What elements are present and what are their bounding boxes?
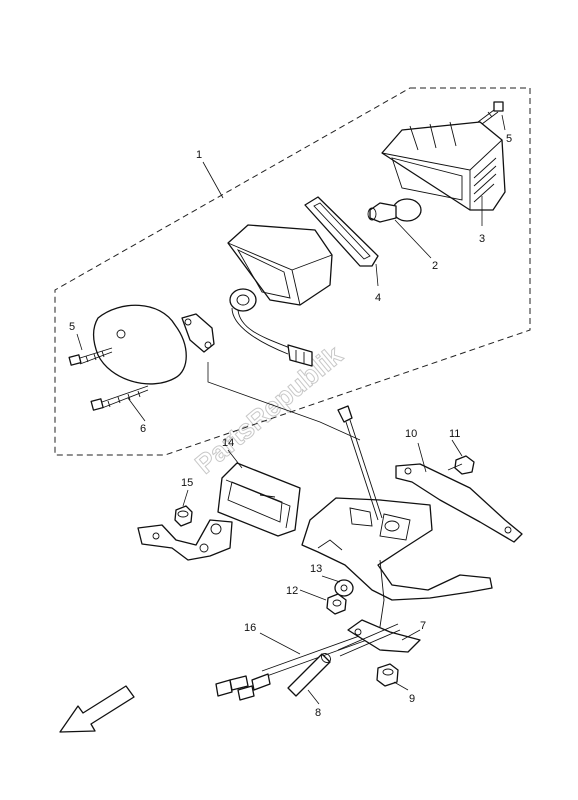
callout-16: 16: [244, 622, 256, 634]
leader-lines: [76, 114, 506, 705]
nut-9[interactable]: [376, 663, 399, 687]
bulb[interactable]: [367, 198, 422, 223]
wire-lead-16[interactable]: [215, 559, 385, 701]
screw-top-right[interactable]: [477, 101, 504, 125]
callout-9: 9: [409, 693, 415, 705]
ground-terminal[interactable]: [181, 313, 215, 353]
callout-7: 7: [420, 620, 426, 632]
washer-13[interactable]: [334, 579, 354, 597]
screw-long[interactable]: [90, 385, 149, 411]
socket-harness[interactable]: [229, 288, 313, 367]
callout-8: 8: [315, 707, 321, 719]
callout-4: 4: [375, 292, 381, 304]
callout-14: 14: [222, 437, 234, 449]
license-light-bracket[interactable]: [137, 519, 233, 561]
callout-15: 15: [181, 477, 193, 489]
sleeve-8[interactable]: [287, 652, 332, 697]
callout-6: 6: [140, 423, 146, 435]
lens-cover[interactable]: [381, 121, 506, 211]
license-light[interactable]: [217, 462, 301, 537]
front-direction-arrow-icon: [59, 685, 135, 733]
callout-5-left: 5: [69, 321, 75, 333]
bolt-11[interactable]: [447, 455, 475, 475]
callout-3: 3: [479, 233, 485, 245]
rear-cover[interactable]: [92, 304, 187, 385]
rear-fender-bracket[interactable]: [301, 497, 493, 601]
tail-light-base[interactable]: [227, 224, 333, 306]
nut-12[interactable]: [326, 593, 347, 615]
callout-10: 10: [405, 428, 417, 440]
callout-labels: 1 2 3 4 5 5 6 7 8 9 10 11 12 13 14 15 16: [69, 133, 512, 719]
assembly-link-line: [207, 362, 361, 441]
gasket[interactable]: [304, 196, 379, 267]
tail-light-assembly-boundary: [54, 87, 531, 456]
callout-1: 1: [196, 149, 202, 161]
callout-11: 11: [449, 428, 460, 440]
screw-left[interactable]: [68, 347, 113, 366]
callout-12: 12: [286, 585, 298, 597]
nut-15[interactable]: [174, 505, 193, 527]
connector-lead[interactable]: [337, 405, 383, 521]
callout-13: 13: [310, 563, 322, 575]
ground-plate[interactable]: [337, 619, 421, 657]
svg-text:PartsRepublik: PartsRepublik: [190, 339, 349, 479]
callout-2: 2: [432, 260, 438, 272]
bracket-10[interactable]: [395, 463, 523, 543]
watermark: PartsRepublik: [189, 339, 349, 480]
callout-5-top: 5: [506, 133, 512, 145]
